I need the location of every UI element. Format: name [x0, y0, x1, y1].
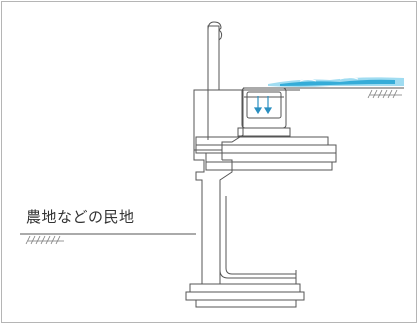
deck-slab-4 — [205, 161, 333, 171]
culvert-base — [237, 127, 291, 137]
flow-arrows — [253, 96, 273, 115]
retaining-wall-upper — [193, 89, 244, 151]
box-culvert-inner — [246, 91, 282, 119]
footing-1 — [189, 283, 301, 293]
wall-inner-curve-2 — [225, 196, 296, 275]
deck-slab-2 — [195, 144, 337, 154]
ground-hatch-left — [25, 235, 64, 245]
water-surface — [268, 77, 404, 87]
box-culvert — [241, 87, 287, 129]
farmland-label: 農地などの民地 — [26, 208, 135, 226]
water-ripple — [299, 77, 359, 82]
handrail-post — [207, 25, 220, 91]
handrail-cap — [207, 21, 222, 31]
wall-inner-curve — [219, 192, 296, 279]
water-dark — [280, 79, 395, 86]
wall-stem — [193, 150, 233, 285]
handrail-hook — [218, 29, 223, 41]
footing-3 — [195, 299, 297, 308]
deck-slab-1 — [195, 136, 329, 146]
ground-hatch-right — [367, 89, 402, 99]
deck-slab-3 — [205, 152, 337, 163]
footing-2 — [185, 291, 305, 301]
